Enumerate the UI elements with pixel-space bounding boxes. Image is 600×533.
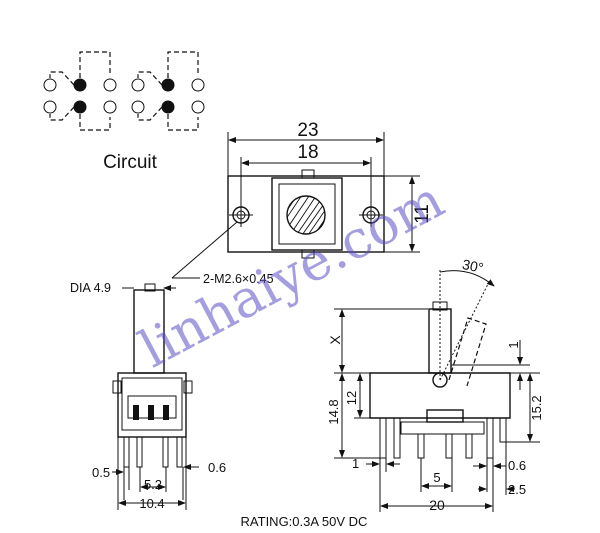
front-pins [123,436,183,468]
side-lever-tilted [448,317,487,387]
front-dim-pin-width: 0.5 [92,465,110,480]
circuit-group-right [131,51,205,131]
side-dim-pin-offset: 2.5 [508,482,526,497]
side-dim-pin-thickness: 0.6 [508,458,526,473]
screw-hole-left [229,203,253,227]
top-dim-height: 11 [412,204,433,224]
circuit-title: Circuit [103,152,158,173]
circuit-group-left [43,51,117,131]
screw-note: 2-M2.6×0.45 [203,272,274,286]
angle-label: 30° [461,256,485,276]
side-dim-pin-gap-left: 1 [352,456,359,471]
side-pins [379,417,507,459]
side-dim-pin-pitch: 5 [433,470,440,485]
circuit-diagram: Circuit [43,51,205,173]
front-dim-pin-pitch: 5.2 [144,477,162,492]
front-dim-pin-thickness: 0.6 [208,460,226,475]
rating-text: RATING:0.3A 50V DC [241,514,368,529]
side-dim-offset: 1 [506,341,521,348]
front-body [117,372,187,438]
top-dim-overall: 23 [297,120,318,141]
side-body [369,372,511,419]
top-view-frame [227,175,385,253]
side-dim-travel: X [327,335,343,345]
side-dim-height-right: 15.2 [529,395,544,420]
front-view: DIA 4.9 0.5 0.6 5.2 10.4 [70,281,226,511]
top-dim-inner: 18 [297,142,318,163]
side-dim-height-total: 14.8 [326,399,341,424]
side-dim-height-body: 12 [344,391,359,405]
side-dim-body-length: 20 [429,497,445,513]
front-dim-body-width: 10.4 [139,496,164,511]
dia-note: DIA 4.9 [70,281,111,295]
side-view: 30° X 14.8 12 1 [326,256,544,513]
screw-hole-right [359,203,383,227]
